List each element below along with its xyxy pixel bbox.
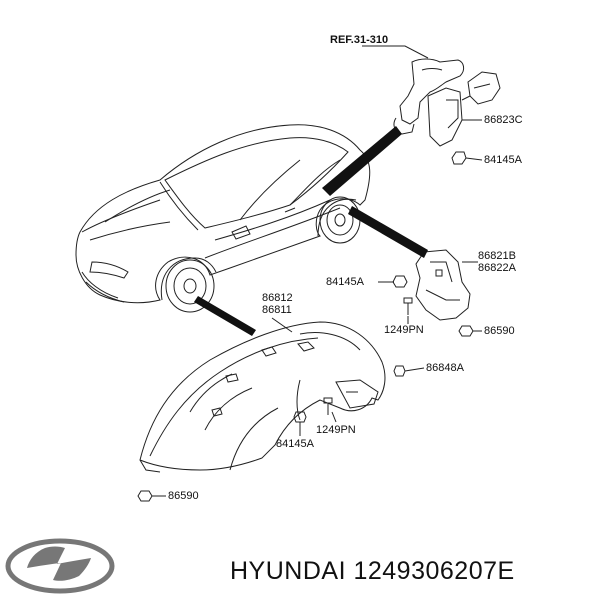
label-86590-low: 86590 (168, 490, 199, 502)
label-86848a: 86848A (426, 362, 464, 374)
label-84145a-top: 84145A (484, 154, 522, 166)
fender-liner-part (137, 321, 406, 502)
label-1249pn-mid: 1249PN (384, 324, 424, 336)
label-86811: 86811 (262, 304, 292, 316)
hyundai-logo-icon (5, 538, 115, 594)
label-86812: 86812 (262, 292, 293, 304)
label-86590-mid: 86590 (484, 325, 515, 337)
label-86821b: 86821B (478, 250, 516, 262)
top-bracket-part (362, 45, 501, 165)
label-84145a-mid: 84145A (326, 276, 364, 288)
mid-guard-part (392, 249, 474, 337)
car-illustration (75, 124, 371, 313)
leader-lines (152, 119, 483, 497)
label-1249pn-low: 1249PN (316, 424, 356, 436)
label-84145a-low: 84145A (276, 438, 314, 450)
callout-bands (194, 126, 428, 336)
brand-part-number: HYUNDAI 1249306207E (230, 557, 515, 585)
label-86822a: 86822A (478, 262, 516, 274)
ref-label: REF.31-310 (330, 34, 389, 46)
label-86823c: 86823C (484, 114, 523, 126)
